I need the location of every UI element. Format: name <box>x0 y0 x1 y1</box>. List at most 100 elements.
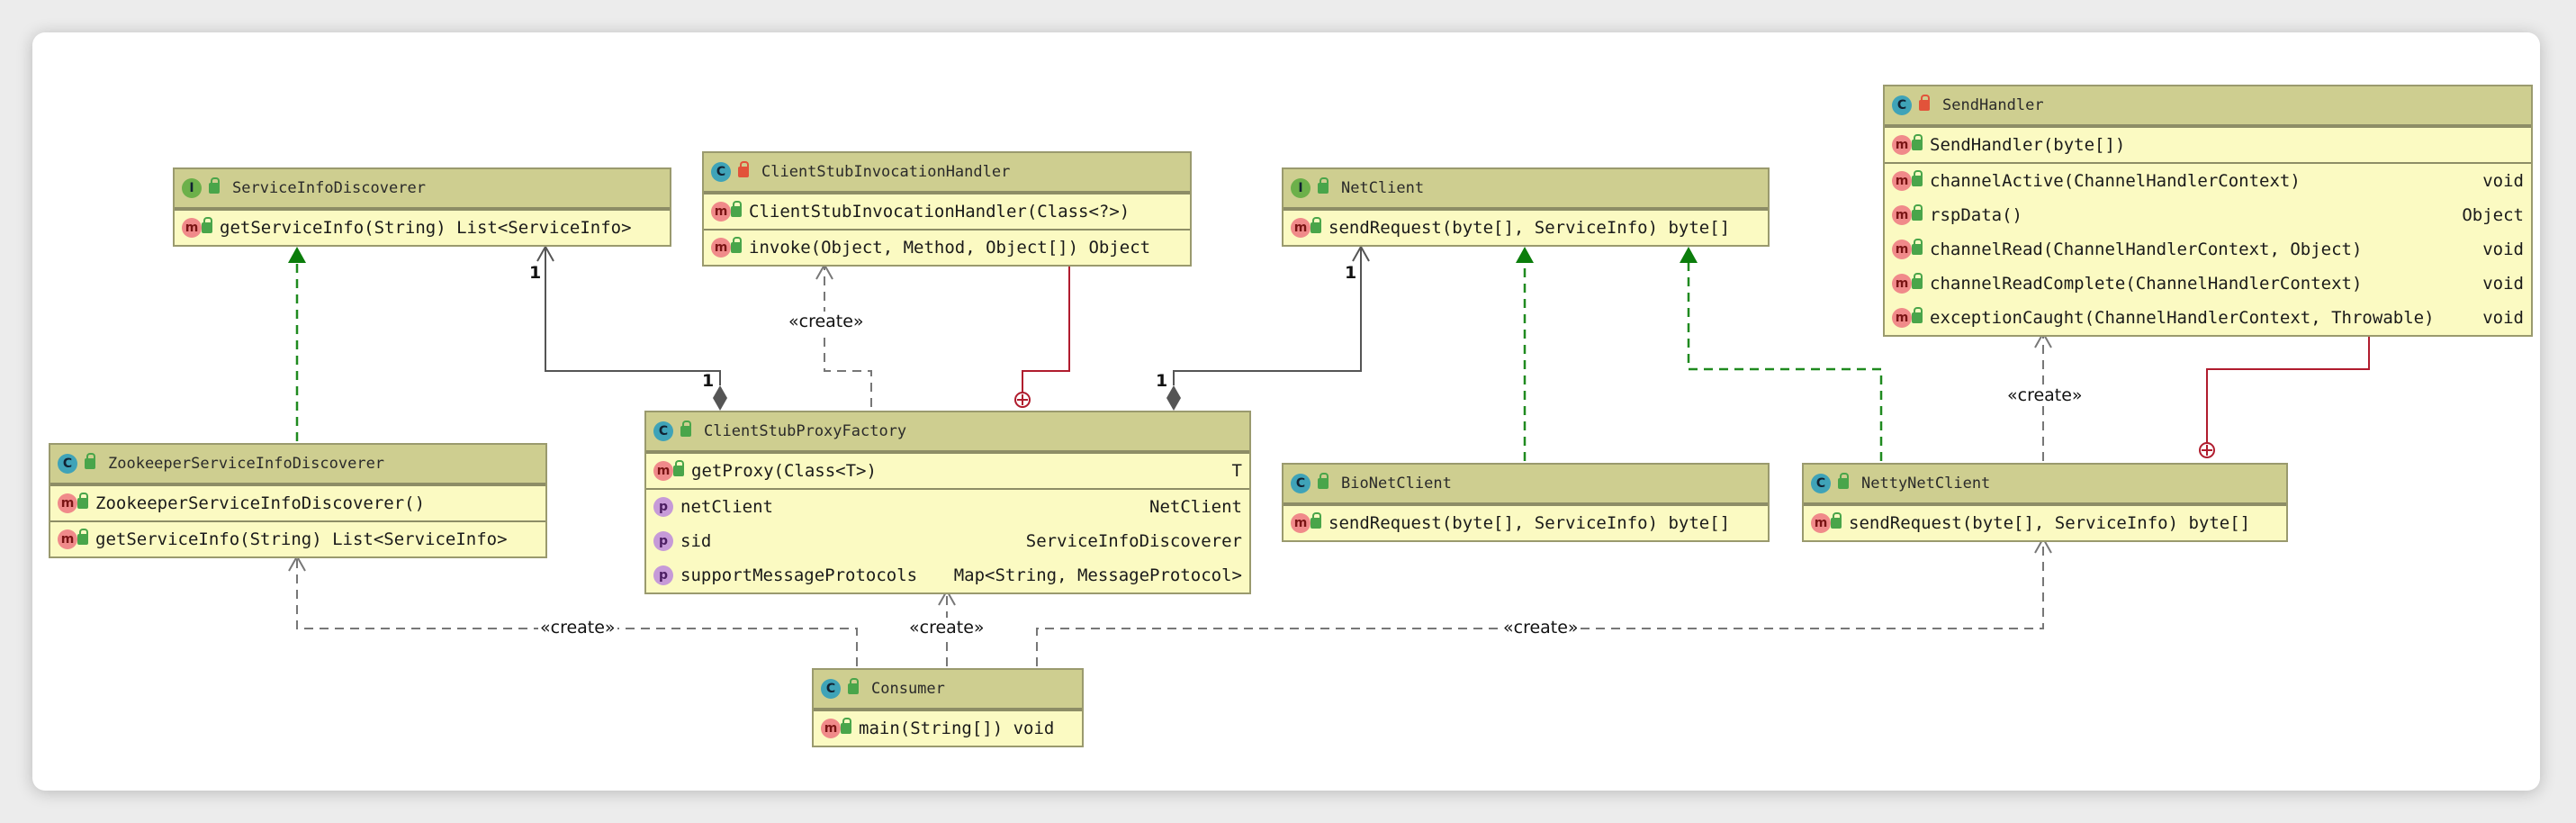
method-signature: getProxy(Class<T>) <box>691 461 877 481</box>
class-icon: C <box>1892 95 1912 115</box>
method-signature: channelActive(ChannelHandlerContext) <box>1930 171 2301 191</box>
interface-icon: I <box>182 178 202 198</box>
method-icon: m <box>821 719 841 738</box>
class-send-handler[interactable]: C SendHandler m SendHandler(byte[]) m ch… <box>1883 85 2533 337</box>
method-row[interactable]: m rspData() Object <box>1885 198 2531 232</box>
constructor-signature: ZookeeperServiceInfoDiscoverer() <box>95 493 426 513</box>
class-header: C BioNetClient <box>1283 465 1768 504</box>
inner-class-edge-send-handler <box>2199 333 2370 458</box>
class-name: Consumer <box>871 680 945 698</box>
method-icon: m <box>1892 240 1912 259</box>
constructor-signature: ClientStubInvocationHandler(Class<?>) <box>749 202 1130 222</box>
return-type: void <box>2482 240 2524 259</box>
property-type: Map<String, MessageProtocol> <box>953 565 1242 585</box>
class-consumer[interactable]: C Consumer m main(String[]) void <box>812 668 1084 747</box>
public-icon <box>1912 273 1923 289</box>
methods-section: m getServiceInfo(String) List<ServiceInf… <box>50 520 545 556</box>
return-type: void <box>2482 274 2524 294</box>
realization-edge-netty <box>1680 247 1883 461</box>
public-icon <box>731 201 742 217</box>
package-private-icon <box>738 161 749 177</box>
class-client-stub-proxy-factory[interactable]: C ClientStubProxyFactory m getProxy(Clas… <box>644 411 1251 594</box>
class-header: I ServiceInfoDiscoverer <box>175 169 670 209</box>
aggregation-edge-netclient <box>1166 244 1370 411</box>
public-icon <box>202 217 212 233</box>
method-signature: exceptionCaught(ChannelHandlerContext, T… <box>1930 308 2435 328</box>
public-icon <box>1838 473 1849 489</box>
public-icon <box>77 493 88 509</box>
method-row[interactable]: m getServiceInfo(String) List<ServiceInf… <box>175 211 670 245</box>
constructor-signature: SendHandler(byte[]) <box>1930 135 2126 155</box>
class-bio-net-client[interactable]: C BioNetClient m sendRequest(byte[], Ser… <box>1282 463 1770 542</box>
create-label-consumer-zookeeper: «create» <box>538 618 617 638</box>
method-icon: m <box>711 238 731 258</box>
property-row[interactable]: p netClient NetClient <box>646 490 1249 524</box>
property-row[interactable]: p sid ServiceInfoDiscoverer <box>646 524 1249 558</box>
method-signature: main(String[]) void <box>859 719 1055 738</box>
method-row[interactable]: m sendRequest(byte[], ServiceInfo) byte[… <box>1283 506 1768 540</box>
return-type: void <box>2482 171 2524 191</box>
methods-section: m getServiceInfo(String) List<ServiceInf… <box>175 209 670 245</box>
class-name: BioNetClient <box>1341 475 1452 493</box>
methods-section: m sendRequest(byte[], ServiceInfo) byte[… <box>1283 209 1768 245</box>
create-label-invocation-handler: «create» <box>787 312 866 331</box>
class-icon: C <box>653 421 673 441</box>
method-signature: invoke(Object, Method, Object[]) Object <box>749 238 1151 258</box>
inner-class-edge-invocation-handler <box>1014 265 1070 408</box>
method-signature: sendRequest(byte[], ServiceInfo) byte[] <box>1849 513 2251 533</box>
method-row[interactable]: m sendRequest(byte[], ServiceInfo) byte[… <box>1283 211 1768 245</box>
properties-section: p netClient NetClient p sid ServiceInfoD… <box>646 488 1249 592</box>
method-row[interactable]: m channelRead(ChannelHandlerContext, Obj… <box>1885 232 2531 267</box>
class-net-client[interactable]: I NetClient m sendRequest(byte[], Servic… <box>1282 167 1770 247</box>
constructor-row[interactable]: m ClientStubInvocationHandler(Class<?>) <box>704 194 1190 229</box>
class-zookeeper-service-info-discoverer[interactable]: C ZookeeperServiceInfoDiscoverer m Zooke… <box>49 443 547 558</box>
method-signature: getServiceInfo(String) List<ServiceInfo> <box>220 218 632 238</box>
method-row[interactable]: m exceptionCaught(ChannelHandlerContext,… <box>1885 301 2531 335</box>
aggregation-edge-sid <box>536 244 727 411</box>
class-client-stub-invocation-handler[interactable]: C ClientStubInvocationHandler m ClientSt… <box>702 151 1192 267</box>
method-row[interactable]: m getServiceInfo(String) List<ServiceInf… <box>50 522 545 556</box>
methods-section: m sendRequest(byte[], ServiceInfo) byte[… <box>1804 504 2286 540</box>
class-icon: C <box>821 679 841 699</box>
method-icon: m <box>653 461 673 481</box>
method-icon: m <box>1892 205 1912 225</box>
method-row[interactable]: m channelReadComplete(ChannelHandlerCont… <box>1885 267 2531 301</box>
create-label-send-handler: «create» <box>2005 385 2085 405</box>
public-icon <box>1912 204 1923 221</box>
method-row[interactable]: m channelActive(ChannelHandlerContext) v… <box>1885 164 2531 198</box>
class-header: C ClientStubProxyFactory <box>646 412 1249 452</box>
method-row[interactable]: m invoke(Object, Method, Object[]) Objec… <box>704 231 1190 265</box>
property-row[interactable]: p supportMessageProtocols Map<String, Me… <box>646 558 1249 592</box>
method-icon: m <box>182 218 202 238</box>
class-service-info-discoverer[interactable]: I ServiceInfoDiscoverer m getServiceInfo… <box>173 167 671 247</box>
class-name: ClientStubInvocationHandler <box>761 163 1011 181</box>
return-type: T <box>1231 461 1242 481</box>
return-type: Object <box>2462 205 2524 225</box>
method-signature: channelReadComplete(ChannelHandlerContex… <box>1930 274 2363 294</box>
constructors-section: m ClientStubInvocationHandler(Class<?>) <box>704 193 1190 229</box>
constructors-section: m SendHandler(byte[]) <box>1885 126 2531 162</box>
method-row[interactable]: m getProxy(Class<T>) T <box>646 454 1249 488</box>
method-row[interactable]: m main(String[]) void <box>814 711 1082 746</box>
public-icon <box>77 529 88 545</box>
methods-section: m channelActive(ChannelHandlerContext) v… <box>1885 162 2531 335</box>
class-icon: C <box>711 162 731 182</box>
class-name: NettyNetClient <box>1861 475 1991 493</box>
class-header: C ZookeeperServiceInfoDiscoverer <box>50 445 545 484</box>
constructor-row[interactable]: m ZookeeperServiceInfoDiscoverer() <box>50 486 545 520</box>
property-icon: p <box>653 565 673 585</box>
constructor-row[interactable]: m SendHandler(byte[]) <box>1885 128 2531 162</box>
multiplicity-netclient-source: 1 <box>1156 371 1168 391</box>
package-private-icon <box>1919 95 1930 111</box>
method-row[interactable]: m sendRequest(byte[], ServiceInfo) byte[… <box>1804 506 2286 540</box>
class-icon: C <box>58 454 77 474</box>
public-icon <box>680 421 691 437</box>
return-type: void <box>2482 308 2524 328</box>
public-icon <box>85 453 95 469</box>
class-netty-net-client[interactable]: C NettyNetClient m sendRequest(byte[], S… <box>1802 463 2288 542</box>
class-header: C Consumer <box>814 670 1082 710</box>
public-icon <box>848 678 859 694</box>
class-icon: C <box>1291 474 1311 493</box>
realization-edge-bio <box>1516 247 1534 461</box>
class-name: SendHandler <box>1942 96 2044 114</box>
